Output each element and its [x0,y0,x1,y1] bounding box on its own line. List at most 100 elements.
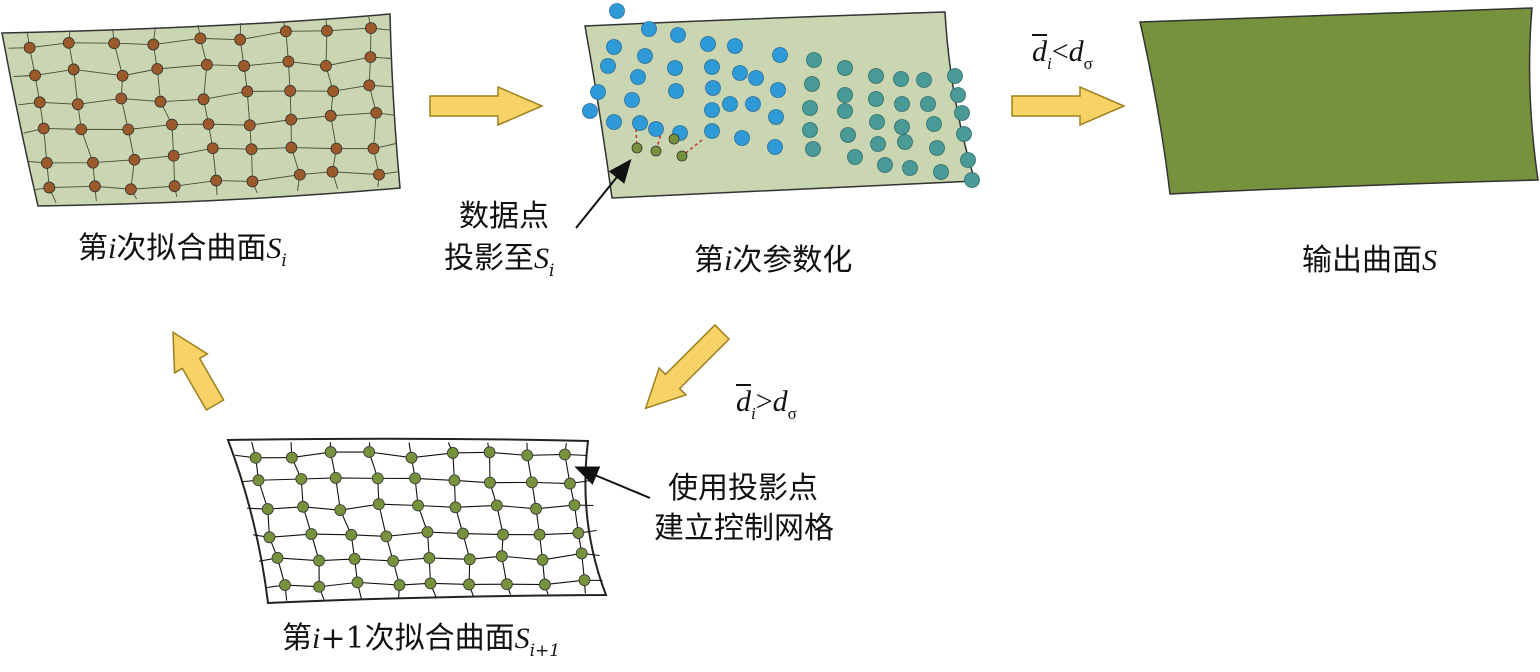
control-point [572,527,585,539]
control-point [297,500,310,513]
control-point [463,578,475,591]
surface-i [1,13,401,207]
data-point [954,105,970,121]
fit-point [67,63,80,76]
fit-point [206,142,219,155]
data-point [933,164,949,180]
label-next-prefix: 第 [282,621,312,656]
fit-point [71,98,84,111]
label-output-S: S [1422,244,1437,277]
label-param-var: i [724,244,733,277]
data-point [956,126,972,142]
data-point [772,47,788,63]
control-point [412,499,424,512]
projected-point [650,145,662,157]
label-next-S: S [514,622,530,655]
data-point [960,152,976,168]
fit-point [108,37,121,50]
control-point [380,530,393,543]
fit-point [43,181,56,194]
label-mesh-text1: 使用投影点 [668,471,818,506]
control-point [564,477,576,490]
label-output-surface: 输出曲面S [1302,246,1437,276]
label-surface-i-plus-1: 第i+1次拟合曲面Si+1 [282,624,560,660]
control-point [348,552,361,565]
fit-point [280,25,292,38]
fit-point [373,168,385,181]
surface-i-plus-1 [226,437,608,605]
data-point [894,119,910,135]
control-point [261,503,274,515]
data-point [964,172,980,188]
arrow-fit-to-param [429,85,544,127]
data-point [667,60,683,76]
control-point [334,504,347,517]
control-point [313,580,326,593]
label-output-text: 输出曲面 [1302,243,1422,278]
control-point [500,578,513,591]
arrow-next-to-fit [172,330,225,412]
control-point [409,472,421,485]
data-point [804,76,820,92]
data-point [902,160,918,176]
data-point [802,100,818,116]
fit-point [87,156,99,169]
condition-continue-sigma: σ [787,404,797,423]
fit-point [197,93,210,106]
fit-point [284,85,297,97]
control-point [533,528,546,541]
condition-stop-op: < [1051,35,1069,68]
label-surface-i-mid: 次拟合曲面 [116,231,267,266]
condition-stop: di<dσ [1032,34,1093,72]
fit-point [75,123,88,136]
data-point [768,109,784,125]
label-mesh-line2: 建立控制网格 [654,514,834,544]
data-point [745,96,761,112]
label-surface-i-sub: i [281,251,287,271]
data-point [632,115,648,131]
control-point [495,550,508,563]
condition-stop-i: i [1047,54,1052,73]
fit-point [234,33,247,46]
fit-point [364,51,377,63]
fit-point [147,38,160,51]
fit-point [326,165,339,178]
fit-point [327,85,340,98]
fit-point [202,118,215,131]
fit-point [194,32,207,45]
fit-point [293,168,306,181]
fit-point [40,156,53,169]
control-point [249,451,262,464]
surface-i-points [23,22,385,196]
label-projection-line1: 数据点 [459,202,549,232]
label-next-sub: i+1 [529,641,561,661]
fit-point [367,142,380,155]
condition-continue: di>dσ [736,384,797,422]
data-point [926,116,942,132]
data-point [897,134,913,150]
data-point [894,96,910,112]
control-point [490,499,503,512]
control-point [372,498,385,511]
condition-stop-d2: d [1068,35,1084,68]
data-point [929,140,945,156]
data-point [606,39,622,55]
fit-point [246,175,259,188]
control-point [497,528,509,541]
label-mesh-line1: 使用投影点 [668,474,818,504]
data-points [582,3,980,188]
data-point [877,157,893,173]
control-point [530,502,542,515]
control-point [424,577,437,590]
fit-point [23,41,36,54]
data-point [727,38,743,54]
data-point [600,58,616,74]
label-projection-line2: 投影至Si [444,244,554,280]
control-point [313,554,325,567]
mesh-pointer-arrow [574,466,651,499]
arrow-param-to-next [644,323,731,410]
condition-continue-i: i [751,404,756,423]
data-point [722,96,738,112]
data-point [802,122,818,138]
